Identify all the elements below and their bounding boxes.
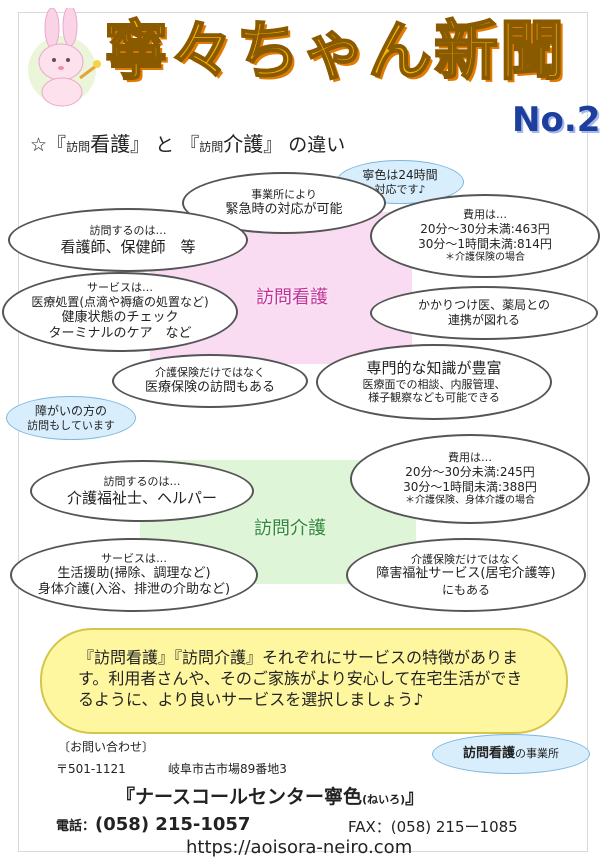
summary-cloud: 『訪問看護』『訪問介護』それぞれにサービスの特徴があります。利用者さんや、そのご… [40, 628, 568, 734]
organization-name: 『ナースコールセンター寧色(ねいろ)』 [116, 786, 425, 808]
nursing-expertise-cloud: 専門的な知識が豊富 医療面での相談、内服管理、 様子観察なども可能できる [316, 344, 552, 420]
page-frame [18, 12, 588, 852]
nursing-service-cloud: サービスは… 医療処置(点滴や褥瘡の処置など) 健康状態のチェック ターミナルの… [2, 272, 238, 352]
newsletter-title: 寧々ちゃん新聞 [103, 14, 566, 90]
star-glyph: ☆ [30, 134, 48, 156]
website-url[interactable]: https://aoisora-neiro.com [186, 837, 413, 858]
section-heading: ☆『訪問看護』 と 『訪問介護』 の違い [30, 132, 346, 156]
contact-label: 〔お問い合わせ〕 [58, 740, 155, 754]
postal-code: 〒501-1121 [56, 762, 126, 776]
disability-bubble: 障がいの方の 訪問もしています [6, 396, 136, 440]
care-center-label: 訪問介護 [254, 518, 326, 539]
care-fee-cloud: 費用は… 20分～30分未満:245円 30分～1時間未満:388円 ＊介護保険… [350, 434, 590, 524]
care-who-cloud: 訪問するのは… 介護福祉士、ヘルパー [30, 460, 254, 522]
nursing-who-cloud: 訪問するのは… 看護師、保健師 等 [8, 208, 248, 272]
office-bubble: 訪問看護の事業所 [432, 734, 590, 774]
nursing-coordination-cloud: かかりつけ医、薬局との 連携が図れる [370, 286, 598, 340]
care-service-cloud: サービスは… 生活援助(掃除、調理など) 身体介護(入浴、排泄の介助など) [10, 538, 258, 612]
nursing-center-label: 訪問看護 [256, 287, 328, 308]
fax-number: FAX：(058) 215ー1085 [348, 818, 518, 836]
nursing-fee-cloud: 費用は… 20分～30分未満:463円 30分～1時間未満:814円 ＊介護保険… [370, 194, 600, 278]
issue-number: No.2 [512, 100, 601, 140]
phone-number: 電話：(058) 215-1057 [56, 814, 251, 835]
nursing-insurance-cloud: 介護保険だけではなく 医療保険の訪問もある [112, 354, 308, 408]
bunny-illustration [28, 8, 101, 107]
address: 岐阜市古市場89番地3 [168, 762, 287, 776]
care-welfare-cloud: 介護保険だけではなく 障害福祉サービス(居宅介護等) にもある [346, 538, 586, 612]
